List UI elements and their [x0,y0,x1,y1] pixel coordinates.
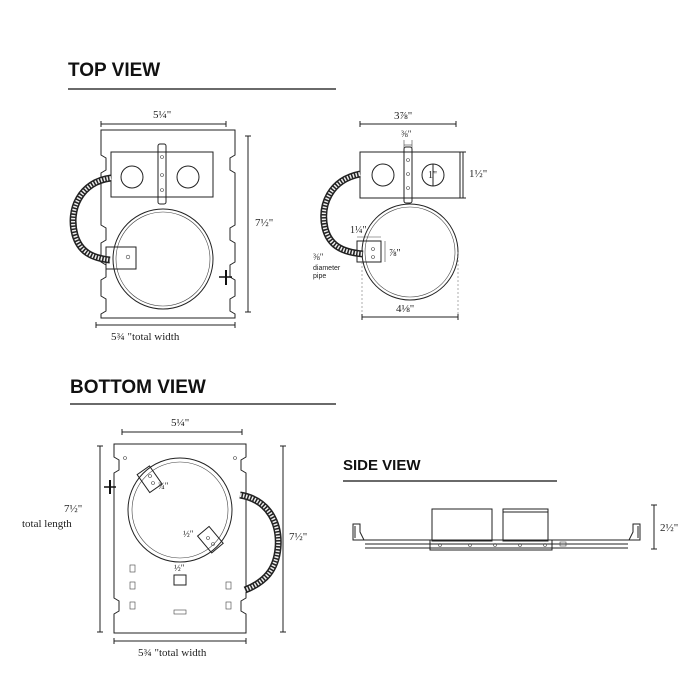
top-view-drawing [69,129,236,319]
bottom-upper-clip-label: ¾" [158,481,169,491]
detail-width-label: 3⅞" [394,110,412,122]
top-detail-drawing [320,146,461,301]
side-height-label: 2½" [660,522,678,534]
bottom-length-value: 7½" [64,503,82,515]
top-view-heading: TOP VIEW [68,60,160,81]
detail-hole-label: 1" [428,170,437,181]
bottom-lower-clip-label: ½" [183,529,194,539]
pipe-word-label: pipe [313,273,326,280]
top-total-width-label: 5¾ "total width [111,331,180,343]
bottom-view-drawing [104,443,282,634]
detail-bracket-height-label: ⅞" [389,248,401,259]
detail-ring-width-label: 4⅛" [396,303,414,315]
top-height-label: 7½" [255,217,273,229]
side-view-heading: SIDE VIEW [343,457,421,474]
detail-box-height-label: 1½" [469,168,487,180]
bottom-height-right-label: 7½" [289,531,307,543]
bottom-length-caption: total length [22,518,72,530]
bottom-width-label: 5¼" [171,417,189,429]
bottom-total-width-label: 5¾ "total width [138,647,207,659]
bottom-slot-label: ½" [174,563,185,573]
detail-slot-label: ⅜" [401,129,412,139]
detail-bracket-width-label: 1¼" [350,225,367,236]
pipe-diameter-label: diameter [313,265,341,272]
top-width-label: 5¼" [153,109,171,121]
pipe-size-label: ⅜" [313,252,324,262]
bottom-view-heading: BOTTOM VIEW [70,377,206,398]
side-view-drawing [352,508,641,551]
